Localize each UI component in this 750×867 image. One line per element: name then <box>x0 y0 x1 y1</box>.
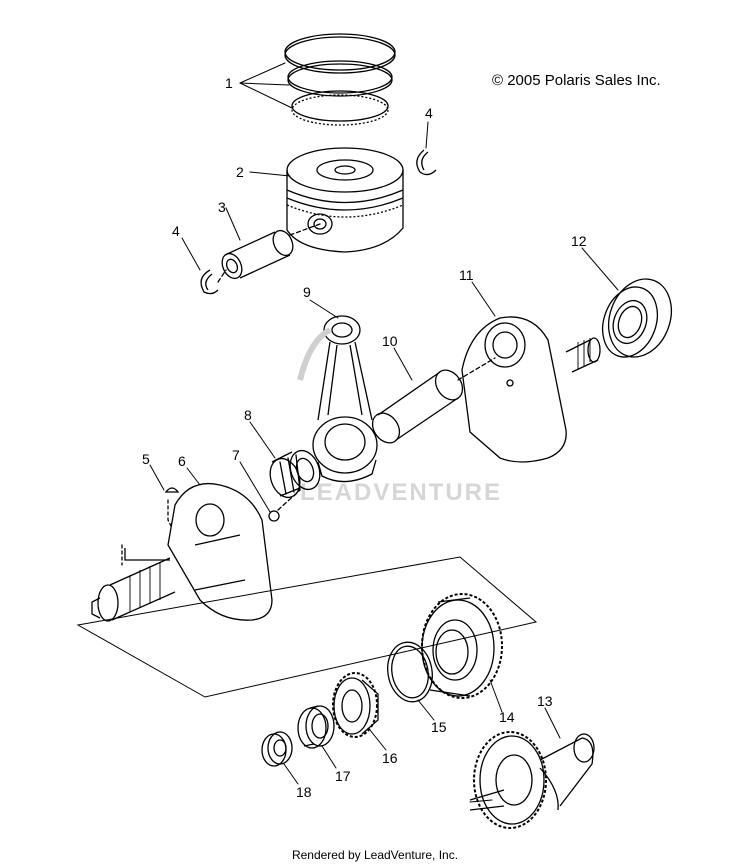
copyright-notice: © 2005 Polaris Sales Inc. <box>492 72 661 89</box>
needle-bearing-part[interactable] <box>265 446 325 501</box>
callout-4-upper: 4 <box>425 105 433 121</box>
callout-5: 5 <box>142 451 150 467</box>
crank-pin-part[interactable] <box>367 357 496 448</box>
wrist-pin-part[interactable] <box>218 223 321 282</box>
thrust-washer-part[interactable] <box>383 639 437 706</box>
callout-13: 13 <box>537 693 553 709</box>
callout-17: 17 <box>335 768 351 784</box>
callout-16: 16 <box>382 750 398 766</box>
crankshaft-left-half-part[interactable] <box>91 482 273 622</box>
piston-part[interactable] <box>286 147 404 253</box>
circlip-lower-part[interactable] <box>200 269 227 295</box>
assembly-reference-frame <box>76 556 538 698</box>
callout-6: 6 <box>178 453 186 469</box>
callout-8: 8 <box>244 407 252 423</box>
piston-rings-part[interactable] <box>284 33 396 126</box>
callout-12: 12 <box>571 233 587 249</box>
drive-gear-part[interactable] <box>421 593 503 699</box>
callout-9: 9 <box>303 284 311 300</box>
callout-14: 14 <box>499 709 515 725</box>
circlip-upper-part[interactable] <box>416 149 437 176</box>
crankshaft-nut-part[interactable] <box>261 731 293 767</box>
callout-4-lower: 4 <box>172 223 180 239</box>
callout-15: 15 <box>431 719 447 735</box>
render-credit: Rendered by LeadVenture, Inc. <box>291 848 459 862</box>
callout-leaders <box>149 62 619 803</box>
woodruff-key-part[interactable] <box>164 487 180 529</box>
watermark: LEADVENTURE <box>300 479 503 506</box>
callout-18: 18 <box>296 784 312 800</box>
callout-2: 2 <box>236 164 244 180</box>
callout-10: 10 <box>382 333 398 349</box>
retaining-collar-part[interactable] <box>297 705 335 749</box>
callout-11: 11 <box>459 267 474 283</box>
small-gear-part[interactable] <box>332 672 379 738</box>
main-bearing-part[interactable] <box>593 270 682 366</box>
callout-7: 7 <box>232 447 240 463</box>
dowel-pin-part[interactable] <box>268 489 301 522</box>
connecting-rod-part[interactable] <box>297 315 378 483</box>
crankshaft-right-half-part[interactable] <box>461 316 601 463</box>
callout-1: 1 <box>225 75 233 91</box>
balance-shaft-part[interactable] <box>469 731 595 829</box>
callout-3: 3 <box>218 199 226 215</box>
